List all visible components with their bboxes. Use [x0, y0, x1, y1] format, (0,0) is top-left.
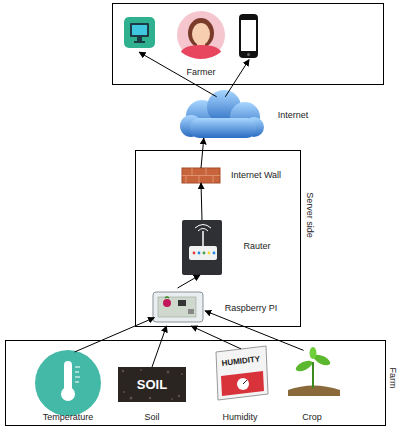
- node-label: Rauter: [243, 242, 270, 252]
- pi-port: [188, 309, 194, 314]
- firewall-node: Internet Wall: [182, 168, 220, 183]
- avatar-shirt: [181, 45, 221, 59]
- router-led: [213, 252, 216, 255]
- cloud-shape: [180, 90, 264, 138]
- temperature-icon: [35, 350, 101, 416]
- node-label: Internet: [278, 111, 309, 121]
- arrow-connector: [178, 275, 201, 288]
- crop-stem: [312, 362, 314, 388]
- node-label: Farm: [387, 368, 397, 389]
- soil-patch: [118, 367, 186, 402]
- pi-logo: [163, 299, 171, 307]
- temperature-circle: [35, 350, 101, 416]
- arrow-connector: [201, 138, 204, 168]
- node-label: Server side: [304, 192, 314, 238]
- router-led: [208, 252, 211, 255]
- node-label: SOIL: [137, 378, 167, 392]
- farm-box: FarmTemperatureSOILSoilHUMIDITYHumidityC…: [5, 340, 386, 426]
- arrow-connector: [152, 326, 167, 367]
- node-label: Temperature: [43, 413, 94, 423]
- router-led: [198, 252, 201, 255]
- farmer-avatar: [177, 11, 225, 59]
- humidity-sign: [216, 346, 268, 400]
- avatar-background: [177, 11, 225, 59]
- gauge-needle: [243, 380, 247, 384]
- sign-gauge: [221, 371, 264, 396]
- raspberry-pi-icon: [153, 292, 203, 322]
- arrow-connector: [191, 326, 241, 349]
- router-node: Rauter: [182, 220, 222, 275]
- gauge-dial: [237, 378, 249, 390]
- cloud-base: [190, 118, 256, 138]
- wall-joints: [182, 168, 220, 183]
- crop-leaf: [294, 359, 314, 374]
- router-led: [193, 252, 196, 255]
- thermometer-tube: [64, 361, 72, 391]
- node-label: Crop: [302, 413, 322, 423]
- arrow-connector: [75, 318, 155, 352]
- monitor-base: [134, 41, 145, 43]
- pi-logo-leaf: [165, 297, 169, 298]
- soil-sensor: SOILSoil: [118, 367, 186, 402]
- crop-bud: [310, 347, 317, 359]
- server-side-box: Server sideInternet WallRauterRaspberry …: [135, 150, 301, 327]
- pi-chip: [178, 300, 186, 306]
- wall-body: [182, 168, 220, 183]
- node-label: Internet Wall: [231, 171, 281, 181]
- farmer-group-box: Farmer: [112, 3, 384, 85]
- thermometer-ticks: [75, 367, 80, 382]
- crop-icon: [288, 347, 340, 396]
- node-label: Raspberry PI: [225, 304, 278, 314]
- sign-board: [216, 346, 268, 400]
- node-label: Soil: [144, 413, 159, 423]
- router-antenna: [202, 231, 204, 246]
- humidity-sensor: HUMIDITYHumidity: [213, 346, 269, 404]
- monitor-tile: [124, 17, 155, 48]
- router-tile: [182, 220, 222, 275]
- thermometer-bulb: [61, 387, 75, 401]
- avatar-face: [192, 23, 210, 45]
- raspberry-pi-node: Raspberry PI: [150, 288, 205, 326]
- brick-wall: [182, 168, 220, 183]
- monitor-frame: [130, 23, 149, 37]
- soil-grains: [122, 369, 183, 400]
- arrow-connector: [225, 60, 249, 97]
- pi-board: [158, 297, 196, 317]
- phone-button: [247, 53, 250, 56]
- arrow-connector: [201, 183, 202, 220]
- router-body: [189, 246, 217, 260]
- crop-sensor: Crop: [288, 348, 340, 396]
- arrow-connector: [205, 311, 304, 351]
- phone-icon: [239, 14, 258, 58]
- arrow-connector: [139, 52, 217, 97]
- node-label: Humidity: [222, 413, 257, 423]
- avatar-hair: [188, 18, 214, 48]
- temperature-sensor: Temperature: [35, 350, 101, 416]
- internet-cloud: Internet: [178, 92, 264, 140]
- monitor-icon: [124, 17, 155, 48]
- pi-case: [153, 292, 203, 322]
- monitor-screen: [132, 25, 147, 35]
- phone-screen: [241, 20, 256, 51]
- wifi-waves: [195, 225, 211, 232]
- soil-image: [118, 367, 186, 402]
- router-icon: [182, 220, 222, 275]
- node-label: HUMIDITY: [221, 355, 260, 368]
- router-led: [203, 252, 206, 255]
- phone-body: [239, 14, 258, 58]
- node-label: Farmer: [187, 68, 216, 78]
- monitor-neck: [137, 37, 142, 41]
